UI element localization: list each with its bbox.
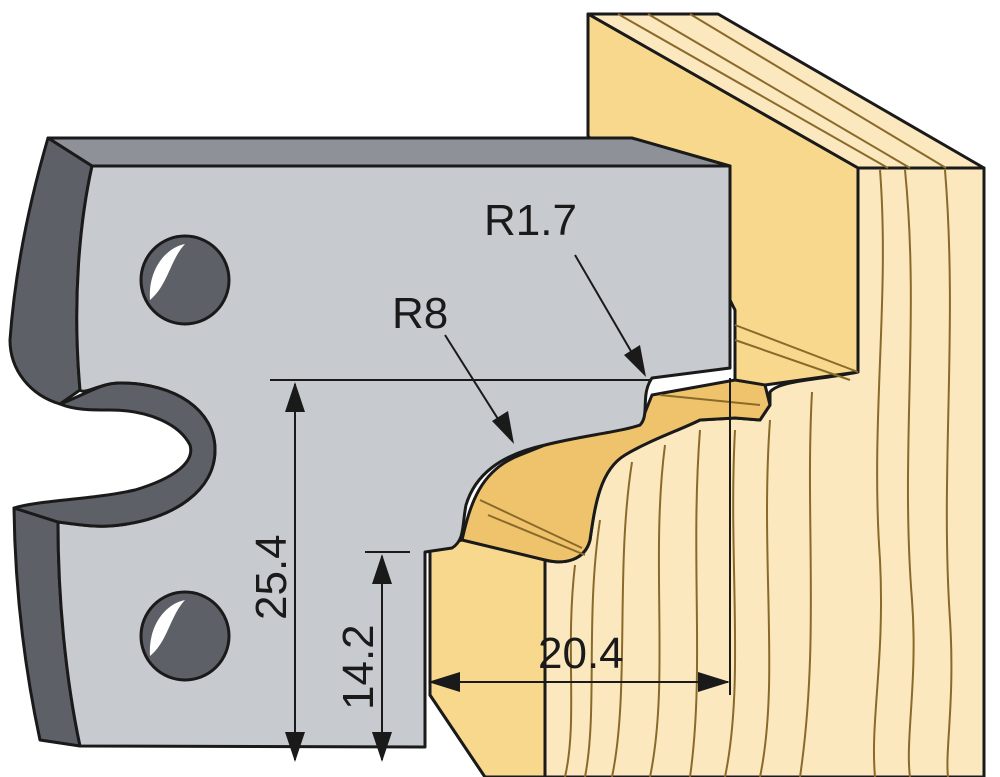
- arrow-25-4-top: [285, 382, 305, 412]
- wood-side-face: [428, 538, 547, 777]
- arrow-20-4-left: [428, 672, 460, 692]
- arrow-25-4-bottom: [285, 732, 305, 762]
- wood-grain: [479, 13, 953, 777]
- knife-notch-shade: [12, 381, 217, 528]
- label-20-4: 20.4: [538, 629, 624, 678]
- dimension-labels: R1.7 R8 20.4 25.4 14.2: [247, 196, 624, 710]
- arrowheads: [285, 345, 730, 762]
- label-14-2: 14.2: [334, 624, 383, 710]
- label-25-4: 25.4: [247, 534, 296, 620]
- mounting-hole-bottom: [139, 590, 231, 682]
- arrow-20-4-right: [698, 672, 730, 692]
- label-r8: R8: [392, 289, 448, 338]
- arrow-14-2-top: [372, 554, 392, 584]
- mounting-hole-top: [139, 234, 231, 326]
- mounting-holes: [139, 234, 231, 682]
- label-r1-7: R1.7: [484, 196, 577, 245]
- dimension-lines: [270, 254, 731, 760]
- steel-knife: [8, 136, 732, 749]
- arrow-14-2-bottom: [372, 732, 392, 762]
- arrow-r1-7: [624, 345, 646, 377]
- knife-top-bevel: [46, 136, 732, 168]
- arrow-r8: [492, 411, 514, 444]
